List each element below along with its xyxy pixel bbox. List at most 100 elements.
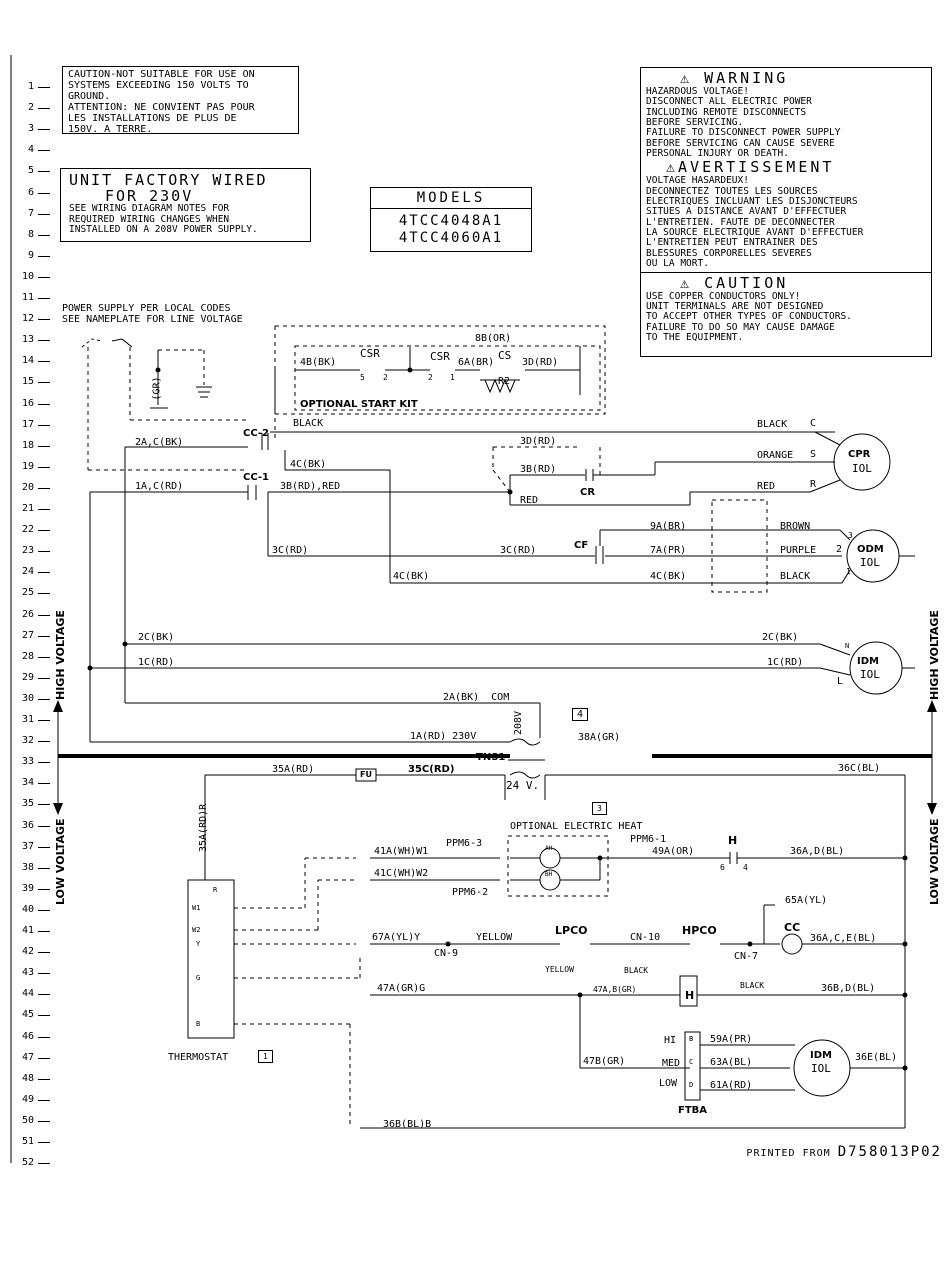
terminal-number: 1 <box>846 567 851 576</box>
row-number: 37 <box>21 840 34 852</box>
transformer-label: TNS1 <box>476 752 506 763</box>
warning-box: ⚠ WARNING HAZARDOUS VOLTAGE! DISCONNECT … <box>640 67 932 357</box>
wire-label: BLACK <box>293 418 324 429</box>
warning-title: ⚠ WARNING <box>646 70 926 87</box>
row-tick <box>38 952 50 954</box>
factory-wired-box: UNIT FACTORY WIRED FOR 230V SEE WIRING D… <box>60 168 311 242</box>
avertissement-line: ELECTRIQUES INCLUANT LES DISJONCTEURS <box>646 196 858 208</box>
row-number: 20 <box>21 481 34 493</box>
speed-label: MED <box>662 1058 681 1069</box>
wire-label: 4B(BK) <box>300 357 337 368</box>
row-tick <box>38 614 50 616</box>
wire-label: 47A(GR)G <box>377 983 426 994</box>
warning-title-text: WARNING <box>704 69 789 87</box>
row-tick <box>38 1142 50 1143</box>
power-supply-note: SEE NAMEPLATE FOR LINE VOLTAGE <box>62 314 243 325</box>
row-tick <box>38 87 50 88</box>
caution-line: TO THE EQUIPMENT. <box>646 331 744 343</box>
odm-label: ODM <box>857 544 884 555</box>
warning-line: INCLUDING REMOTE DISCONNECTS <box>646 106 807 118</box>
row-number: 10 <box>21 270 34 282</box>
row-tick <box>38 192 50 194</box>
wire-label: ORANGE <box>757 450 794 461</box>
wire-label: 1C(RD) <box>767 657 804 668</box>
row-number: 4 <box>27 144 34 156</box>
wire-label: 1C(RD) <box>138 657 175 668</box>
csr-label: CSR <box>430 350 450 363</box>
caution-line: ATTENTION: NE CONVIENT PAS POUR <box>68 102 255 113</box>
row-tick <box>38 361 50 363</box>
row-number: 13 <box>21 334 34 346</box>
caution-line: TO ACCEPT OTHER TYPES OF CONDUCTORS. <box>646 311 852 323</box>
ftba-terminal: D <box>689 1081 694 1089</box>
wire-label: 36A,C,E(BL) <box>810 933 877 944</box>
terminal-number: 3 <box>848 531 853 540</box>
wire-label: RED <box>757 481 776 492</box>
wire-label: 3B(RD),RED <box>280 481 341 492</box>
row-tick <box>38 129 50 131</box>
wire-label: 47A,B(GR) <box>593 985 637 994</box>
warning-triangle-icon: ⚠ <box>680 69 705 87</box>
row-tick <box>38 846 50 848</box>
factory-note: INSTALLED ON A 208V POWER SUPPLY. <box>69 224 258 235</box>
row-tick <box>38 551 50 553</box>
note-flag: 1 <box>258 1050 273 1063</box>
row-tick <box>38 973 50 975</box>
row-tick <box>38 466 50 468</box>
wire-label: 41A(WH)W1 <box>374 846 429 857</box>
row-number: 16 <box>21 397 34 409</box>
thermostat-terminal: B <box>196 1020 201 1028</box>
avertissement-line: L'ENTRETIEN. FAUTE DE DECONNECTER <box>646 216 835 228</box>
wire-label: 61A(RD) <box>710 1080 753 1091</box>
avertissement-title-text: AVERTISSEMENT <box>678 158 835 177</box>
wire-label: 4C(BK) <box>393 571 430 582</box>
row-number: 50 <box>21 1114 34 1126</box>
speed-label: LOW <box>659 1078 678 1089</box>
row-tick <box>38 909 50 911</box>
r2-label: R2 <box>498 376 511 387</box>
row-number: 31 <box>21 714 34 725</box>
row-number: 14 <box>21 355 34 367</box>
iol-label: IOL <box>860 668 880 681</box>
row-number: 11 <box>21 292 34 303</box>
model-number: 4TCC4048A1 <box>398 213 504 229</box>
cr-label: CR <box>580 487 596 498</box>
row-number: 36 <box>21 819 34 831</box>
row-tick <box>38 635 50 637</box>
warning-line: DISCONNECT ALL ELECTRIC POWER <box>646 96 812 108</box>
speed-label: HI <box>664 1035 677 1046</box>
wire-label: BLACK <box>757 419 788 430</box>
connector-label: CN-9 <box>434 948 459 959</box>
wire-label: 7A(PR) <box>650 545 687 556</box>
fuse-label: FU <box>360 770 372 779</box>
row-tick <box>38 762 50 764</box>
wire-label: 38A(GR) <box>578 732 621 743</box>
row-tick <box>38 1036 50 1038</box>
caution-line: SYSTEMS EXCEEDING 150 VOLTS TO <box>68 80 249 91</box>
drawing-number: D758013P02 <box>837 1144 942 1160</box>
caution-title: ⚠ CAUTION <box>646 274 926 292</box>
row-number: 23 <box>21 545 34 557</box>
high-voltage-label-left: HIGH VOLTAGE <box>54 610 67 700</box>
warning-line: BEFORE SERVICING CAN CAUSE SEVERE <box>646 137 835 149</box>
row-tick <box>38 572 50 574</box>
wire-label: 35A(RD) <box>272 764 315 775</box>
row-tick <box>38 108 50 110</box>
row-number: 28 <box>21 650 34 662</box>
wire-label: 2C(BK) <box>762 632 799 643</box>
models-box: MODELS 4TCC4048A1 4TCC4060A1 <box>370 187 532 252</box>
row-tick <box>38 825 50 827</box>
terminal-number: 1 <box>450 373 455 382</box>
wire-label: 36C(BL) <box>838 763 881 774</box>
footer-print-code: PRINTED FROM D758013P02 <box>746 1144 942 1160</box>
row-tick <box>38 1099 50 1101</box>
plug-label: PPM6-1 <box>630 834 667 845</box>
row-number: 21 <box>21 503 34 514</box>
row-tick <box>38 677 50 679</box>
factory-note: SEE WIRING DIAGRAM NOTES FOR <box>69 203 230 214</box>
row-number: 17 <box>21 418 34 430</box>
wire-label: 41C(WH)W2 <box>374 868 429 879</box>
row-number: 5 <box>27 165 34 177</box>
cpr-label: CPR <box>848 449 871 460</box>
thermostat-terminal: W1 <box>192 904 201 912</box>
